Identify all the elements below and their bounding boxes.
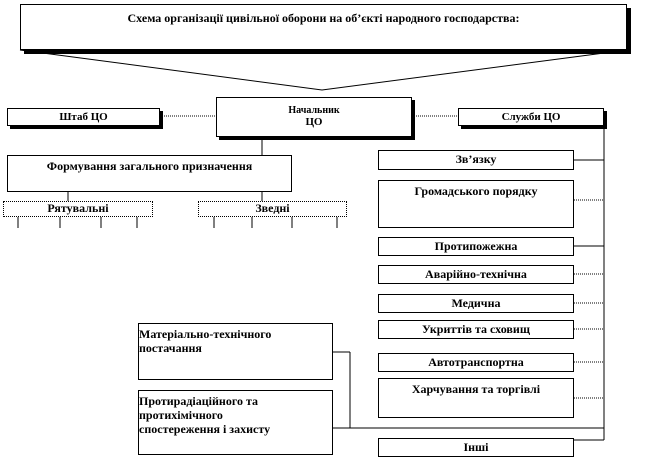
chief-line2: ЦО [305,116,323,129]
hq-box: Штаб ЦО [7,108,160,126]
service-firefighting: Протипожежна [378,237,574,256]
service-medical: Медична [378,294,574,313]
protection-line1: Протирадіаційного та [139,394,259,408]
material-supply-line2: постачання [139,340,202,355]
material-supply-line1: Матеріально-технічного [139,327,272,341]
protection-box: Протирадіаційного та протихімічного спос… [138,390,333,455]
title-funnel [19,49,628,91]
diagram-title: Схема організації цивільної оборони на о… [20,4,627,50]
service-shelters: Укриттів та сховищ [378,320,574,339]
service-communication: Зв’язку [378,150,574,170]
service-motor-transport: Автотранспортна [378,353,574,372]
protection-line3: спостереження і захисту [139,421,271,436]
service-emergency-technical: Аварійно-технічна [378,265,574,284]
chief-box: Начальник ЦО [216,97,412,137]
service-other: Інші [378,438,574,457]
service-food-trade: Харчування та торгівлі [378,378,574,418]
rescue-box: Рятувальні [3,201,153,217]
material-supply-box: Матеріально-технічного постачання [138,323,333,380]
service-public-order: Громадського порядку [378,180,574,228]
general-formations-box: Формування загального призначення [7,155,292,192]
protection-line2: протихімічного [139,407,223,422]
services-header-box: Служби ЦО [458,108,604,126]
combined-box: Зведні [198,201,347,217]
chief-line1: Начальник [288,104,340,116]
